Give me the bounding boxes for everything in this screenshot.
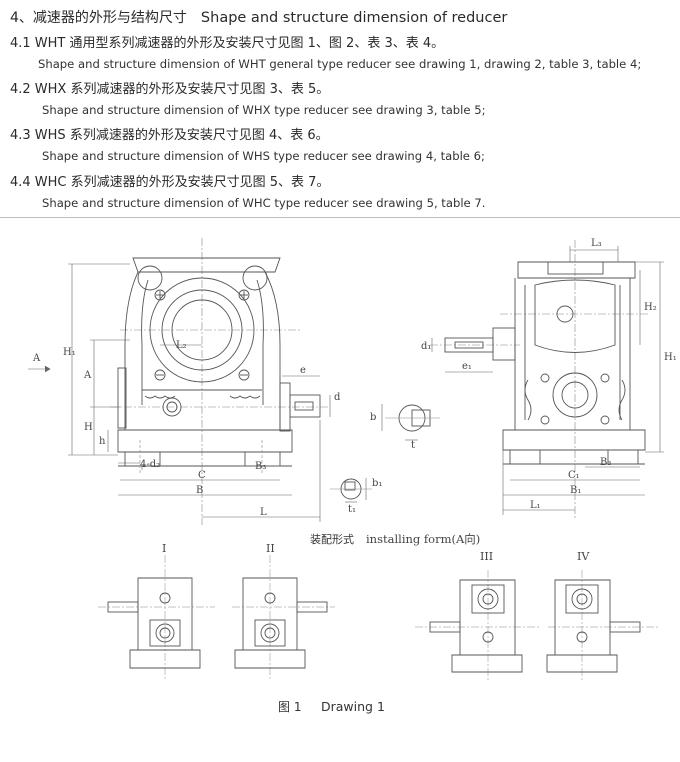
title-cn: 4、减速器的外形与结构尺寸	[10, 10, 187, 26]
dim-label-d: d	[334, 392, 341, 403]
drawing-caption-cn: 图 1	[278, 700, 301, 714]
item-4-2-en: Shape and structure dimension of WHX typ…	[42, 103, 486, 117]
dim-label-d1: d₁	[421, 341, 431, 352]
dim-label-c1: C₁	[568, 470, 580, 481]
item-4-3-cn: 4.3 WHS 系列减速器的外形及安装尺寸见图 4、表 6。	[10, 128, 329, 143]
key-section-views	[330, 404, 440, 503]
side-view	[430, 240, 650, 520]
dim-label-4-d2: 4-d₂	[140, 459, 160, 470]
dim-label-l2: L₂	[176, 340, 187, 351]
dim-label-b: B	[196, 485, 203, 496]
dim-label-b1: b₁	[372, 478, 382, 489]
dim-label-b3: B₃	[255, 461, 266, 472]
item-4-3-en: Shape and structure dimension of WHS typ…	[42, 149, 485, 163]
dim-label-t: t	[411, 440, 415, 451]
dim-label-a-arrow: A	[32, 353, 41, 364]
dim-label-l1: L₁	[530, 500, 541, 511]
dim-label-b-key: b	[370, 412, 376, 423]
item-4-4-en: Shape and structure dimension of WHC typ…	[42, 196, 486, 210]
dim-label-h: H	[84, 422, 93, 433]
section-divider	[0, 217, 680, 218]
side-dimensions	[431, 246, 664, 515]
install-caption-cn: 装配形式	[310, 533, 354, 546]
dim-label-l: L	[260, 507, 267, 518]
dim-label-e: e	[300, 365, 306, 376]
form-label-iv: IV	[577, 550, 590, 563]
dim-label-l3: L₃	[591, 238, 602, 249]
form-label-ii: II	[266, 542, 275, 555]
dim-label-b1-right: B₁	[570, 485, 581, 496]
install-form-IV	[546, 570, 660, 680]
dim-label-e1: e₁	[462, 361, 472, 372]
title-en: Shape and structure dimension of reducer	[200, 10, 508, 26]
drawing-caption-en: Drawing 1	[321, 699, 385, 714]
item-4-1-en: Shape and structure dimension of WHT gen…	[38, 57, 642, 71]
item-4-2-cn: 4.2 WHX 系列减速器的外形及安装尺寸见图 3、表 5。	[10, 82, 330, 97]
install-form-III	[415, 570, 540, 680]
section-title: 4、减速器的外形与结构尺寸 Shape and structure dimensi…	[10, 7, 507, 27]
dim-label-h-small: h	[99, 436, 106, 447]
install-form-I	[98, 555, 215, 680]
dim-label-t1: t₁	[348, 504, 356, 515]
install-caption-en: installing form(A向)	[366, 532, 480, 546]
dim-label-h2: H₂	[644, 302, 657, 313]
form-label-iii: III	[480, 550, 493, 563]
dim-label-a: A	[83, 370, 92, 381]
item-4-4-cn: 4.4 WHC 系列减速器的外形及安装尺寸见图 5、表 7。	[10, 175, 330, 190]
item-4-1-cn: 4.1 WHT 通用型系列减速器的外形及安装尺寸见图 1、图 2、表 3、表 4…	[10, 36, 445, 51]
front-dimensions	[28, 263, 331, 522]
form-label-i: I	[162, 542, 166, 555]
dim-label-h1-right: H₁	[664, 352, 677, 363]
dim-label-c: C	[198, 470, 206, 481]
dim-label-b3-right: B₃	[600, 457, 611, 468]
front-view	[110, 238, 330, 525]
install-form-II	[232, 555, 335, 680]
dim-label-h1: H₁	[63, 347, 76, 358]
